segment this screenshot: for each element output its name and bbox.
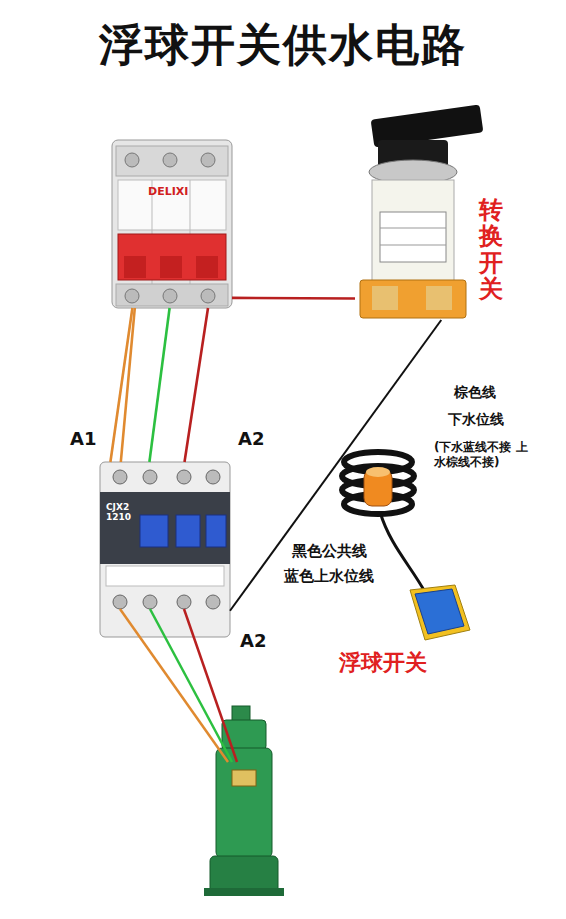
rotary-switch-box: 转换开关 (355, 105, 470, 320)
pump-figure (120, 609, 284, 896)
wire (230, 320, 441, 611)
breaker-box: DELIXI (112, 140, 232, 308)
rotary-switch-figure (360, 104, 483, 318)
wire-note: 下水位线 (446, 411, 506, 429)
wire-note: 黑色公共线 (290, 542, 369, 561)
device-heading: 浮球开关 (339, 650, 459, 675)
wire (149, 308, 169, 462)
terminal-label: A2 (238, 630, 268, 653)
title: 浮球开关供水电路 (0, 16, 566, 75)
breaker-figure (112, 140, 232, 308)
wire-note: 棕色线 (452, 384, 498, 402)
wire-note: (下水蓝线不接 上水棕线不接) (432, 440, 540, 470)
wire-note: 蓝色上水位线 (282, 567, 376, 586)
wire (185, 308, 209, 462)
wire (232, 297, 355, 300)
device-heading: 转换开关 (479, 197, 503, 303)
contactor-figure (100, 462, 230, 637)
device-marking: DELIXI (148, 186, 198, 199)
terminal-label: A1 (68, 428, 98, 451)
device-marking: CJX2 1210 (106, 502, 136, 523)
contactor-box: CJX2 1210 (100, 462, 230, 637)
terminal-label: A2 (236, 428, 266, 451)
wire (121, 308, 135, 462)
